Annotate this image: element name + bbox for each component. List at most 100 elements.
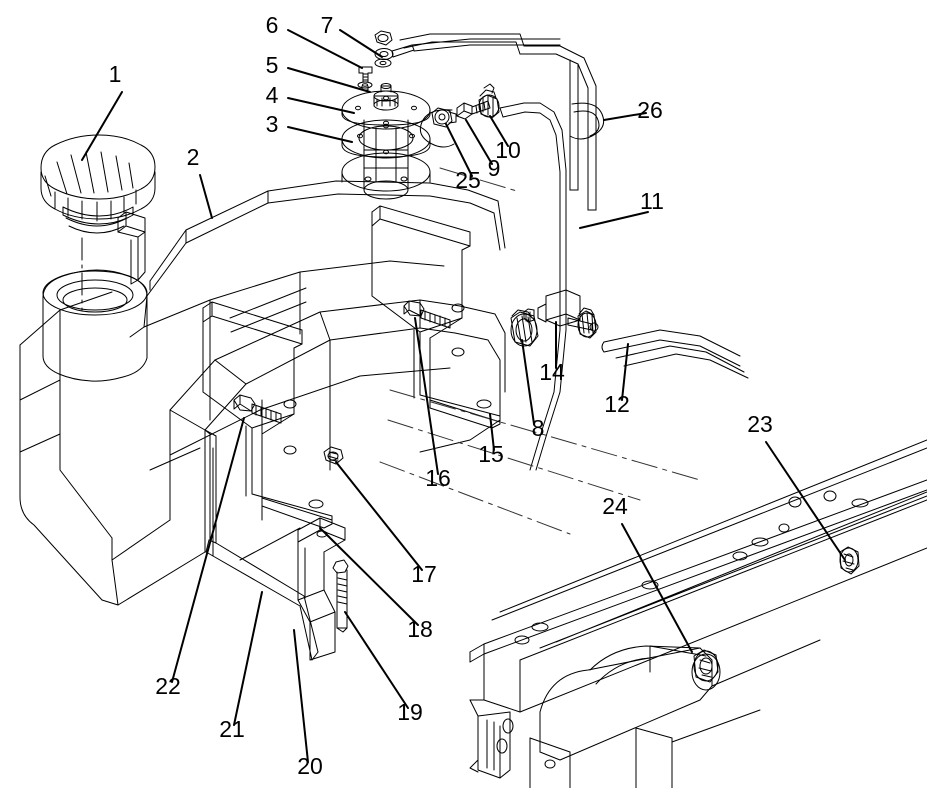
- callout-leader-4: [287, 97, 355, 114]
- callout-number-19: 19: [397, 699, 423, 725]
- callout-leader-3: [287, 126, 353, 143]
- callout-leader-2: [199, 174, 213, 219]
- callout-leader-1: [81, 91, 123, 161]
- fuel-cap-part-1: [40, 134, 156, 234]
- callout-number-10: 10: [495, 137, 521, 163]
- callout-9: 9: [465, 119, 501, 181]
- callout-number-1: 1: [109, 61, 122, 87]
- callout-leader-7: [339, 29, 383, 58]
- callout-number-26: 26: [637, 97, 663, 123]
- strap-screw-part-19: [332, 559, 349, 633]
- fuel-valve-part-14: [523, 289, 599, 332]
- callout-number-15: 15: [478, 441, 504, 467]
- sender-tube: [363, 119, 409, 200]
- sender-plate-part-4: [341, 83, 431, 130]
- fuel-hose-part-12: [601, 329, 749, 379]
- callout-leader-19: [344, 611, 409, 709]
- callout-leader-23: [765, 441, 846, 561]
- callout-number-4: 4: [266, 82, 279, 108]
- callout-leader-21: [233, 591, 263, 726]
- callout-leader-15: [489, 413, 495, 451]
- terminal-nut-part-7: [374, 30, 561, 68]
- callout-number-20: 20: [297, 753, 323, 779]
- callout-number-16: 16: [425, 465, 451, 491]
- callout-number-6: 6: [266, 12, 279, 38]
- hose-clamp-part-10-upper: [478, 83, 500, 119]
- callout-number-21: 21: [219, 716, 245, 742]
- fuel-hose-part-11: [399, 33, 597, 471]
- callout-leader-22: [171, 417, 245, 683]
- callout-25: 25: [445, 123, 481, 193]
- callout-leader-20: [293, 629, 309, 763]
- callout-number-25: 25: [455, 167, 481, 193]
- callout-number-5: 5: [266, 52, 279, 78]
- callout-22: 22: [155, 417, 245, 699]
- callout-leader-24: [621, 523, 693, 653]
- callout-15: 15: [478, 413, 504, 467]
- callout-1: 1: [81, 61, 123, 161]
- callout-11: 11: [579, 188, 664, 229]
- callout-leader-26: [603, 112, 647, 121]
- callout-number-17: 17: [411, 561, 437, 587]
- tank-strap-bracket-left: [202, 301, 333, 529]
- callout-leader-6: [287, 29, 363, 69]
- callout-18: 18: [319, 527, 433, 642]
- callout-8: 8: [521, 339, 545, 441]
- hose-clip-part-26: [419, 102, 605, 148]
- flange-bolt-part-22: [233, 394, 282, 424]
- callout-20: 20: [293, 629, 323, 779]
- callout-number-24: 24: [602, 493, 628, 519]
- callout-23: 23: [747, 411, 846, 561]
- callout-5: 5: [266, 52, 371, 93]
- callout-leader-25: [445, 123, 473, 177]
- callout-number-14: 14: [539, 359, 565, 385]
- flange-bolt-part-16: [403, 300, 451, 329]
- frame-rail-assembly: [469, 439, 927, 788]
- callout-21: 21: [219, 591, 263, 742]
- callout-6: 6: [266, 12, 363, 69]
- callout-number-2: 2: [187, 144, 200, 170]
- tank-strap-part-21: [204, 429, 319, 661]
- lock-nut-part-17: [323, 446, 344, 465]
- hose-clamp-part-8: [510, 309, 539, 347]
- callout-number-12: 12: [604, 391, 630, 417]
- frame-lock-nut-part-23: [839, 546, 860, 575]
- tank-sender-boss: [341, 152, 431, 192]
- callout-19: 19: [344, 611, 423, 725]
- callout-leader-17: [335, 461, 423, 571]
- callout-leader-9: [465, 119, 493, 165]
- sender-gasket-part-3: [341, 119, 431, 159]
- callout-number-22: 22: [155, 673, 181, 699]
- callout-leader-16: [414, 317, 439, 475]
- callout-number-9: 9: [488, 155, 501, 181]
- frame-bolt-part-24: [693, 649, 719, 683]
- callout-14: 14: [539, 321, 565, 385]
- sender-screw-part-6: [358, 66, 373, 83]
- center-axis-lines-2: [439, 167, 521, 193]
- callout-2: 2: [187, 144, 213, 219]
- callout-leader-11: [579, 211, 649, 229]
- callout-16: 16: [414, 317, 451, 491]
- callout-number-11: 11: [640, 188, 664, 214]
- strap-bracket-part-18-20: [297, 517, 346, 661]
- callout-3: 3: [266, 111, 353, 143]
- callout-17: 17: [335, 461, 437, 587]
- callout-4: 4: [266, 82, 355, 114]
- hose-clamp-part-10-lower: [577, 307, 597, 339]
- callout-leader-10: [489, 115, 509, 147]
- callout-leader-8: [521, 339, 535, 425]
- callout-12: 12: [604, 343, 630, 417]
- callout-number-8: 8: [532, 415, 545, 441]
- callout-7: 7: [321, 12, 383, 58]
- callout-number-23: 23: [747, 411, 773, 437]
- callout-number-7: 7: [321, 12, 334, 38]
- tank-bracket-part-15: [371, 205, 501, 429]
- callout-number-18: 18: [407, 616, 433, 642]
- callout-26: 26: [603, 97, 663, 123]
- center-axis-lines: [379, 389, 701, 535]
- callout-24: 24: [602, 493, 693, 653]
- callout-number-3: 3: [266, 111, 279, 137]
